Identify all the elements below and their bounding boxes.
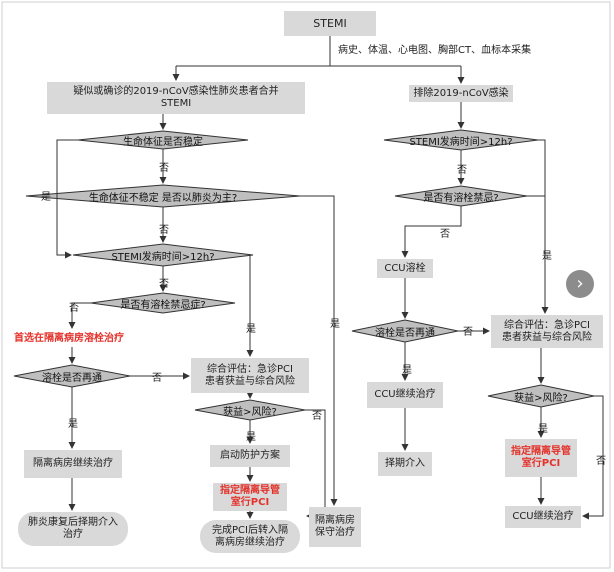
node-elective-pci: 择期介入 (378, 452, 432, 476)
node-excluded-covid: 排除2019-nCoV感染 (409, 85, 513, 102)
label-no: 否 (69, 303, 79, 314)
node-ccu-continue-2: CCU继续治疗 (505, 506, 581, 528)
node-eval-left: 综合评估：急诊PCI 患者获益与综合风险 (191, 358, 309, 393)
text-vital-stable: 生命体征是否稳定 (123, 136, 203, 148)
node-prefer-thrombolysis: 首选在隔离病房溶栓治疗 (14, 333, 124, 344)
node-recover-elective-pci: 肺炎康复后择期介入治疗 (18, 512, 128, 546)
node-stemi: STEMI (284, 11, 376, 36)
label-yes: 是 (538, 424, 548, 435)
label-yes: 是 (68, 419, 78, 430)
node-cathlab-right: 指定隔离导管室行PCI (505, 439, 577, 477)
text-vital-unstable: 生命体征不稳定 是否以肺炎为主? (88, 192, 238, 204)
text-reperf-left: 溶栓是否再通 (42, 372, 102, 384)
text-benefit-right: 获益>风险? (514, 392, 568, 404)
node-protection-plan: 启动防护方案 (210, 445, 290, 467)
label-no: 否 (463, 327, 473, 338)
label-yes: 是 (41, 192, 51, 203)
label-no: 否 (159, 225, 169, 236)
text-reperf-right: 溶栓是否再通 (375, 327, 435, 339)
label-no: 否 (312, 411, 322, 422)
label-yes: 是 (330, 319, 340, 330)
chevron-right-icon: › (576, 273, 584, 294)
text-benefit-left: 获益>风险? (223, 406, 277, 418)
label-no: 否 (159, 163, 169, 174)
label-no: 否 (457, 165, 467, 176)
next-button[interactable]: › (566, 270, 594, 298)
label-no: 否 (159, 279, 169, 290)
text-contra-right: 是否有溶栓禁忌? (423, 192, 499, 204)
node-cathlab-left: 指定隔离导管室行PCI (213, 483, 287, 511)
label-yes: 是 (246, 324, 256, 335)
label-yes: 是 (246, 432, 256, 443)
text-onset-left: STEMI发病时间>12h? (111, 251, 215, 263)
node-eval-right: 综合评估：急诊PCI 患者获益与综合风险 (491, 315, 603, 348)
label-no: 否 (596, 456, 606, 467)
node-ccu-continue: CCU继续治疗 (367, 382, 443, 408)
node-isolation-conservative: 隔离病房保守治疗 (309, 507, 361, 547)
diamond-contra-left (90, 292, 236, 314)
node-suspected-covid-stemi: 疑似或确诊的2019-nCoV感染性肺炎患者合并STEMI (47, 82, 305, 114)
text-onset-right: STEMI发病时间>12h? (409, 136, 513, 148)
text-contra-left: 是否有溶栓禁忌症? (120, 299, 206, 311)
node-isolation-continue: 隔离病房继续治疗 (24, 450, 122, 478)
label-no: 否 (152, 373, 162, 384)
label-yes: 是 (402, 365, 412, 376)
node-ccu-thrombolysis: CCU溶栓 (377, 259, 433, 278)
label-yes: 是 (542, 251, 552, 262)
node-pci-done: 完成PCI后转入隔离病房继续治疗 (200, 520, 300, 553)
node-data-collection: 病史、体温、心电图、胸部CT、血标本采集 (338, 45, 532, 56)
label-no: 否 (440, 229, 450, 240)
